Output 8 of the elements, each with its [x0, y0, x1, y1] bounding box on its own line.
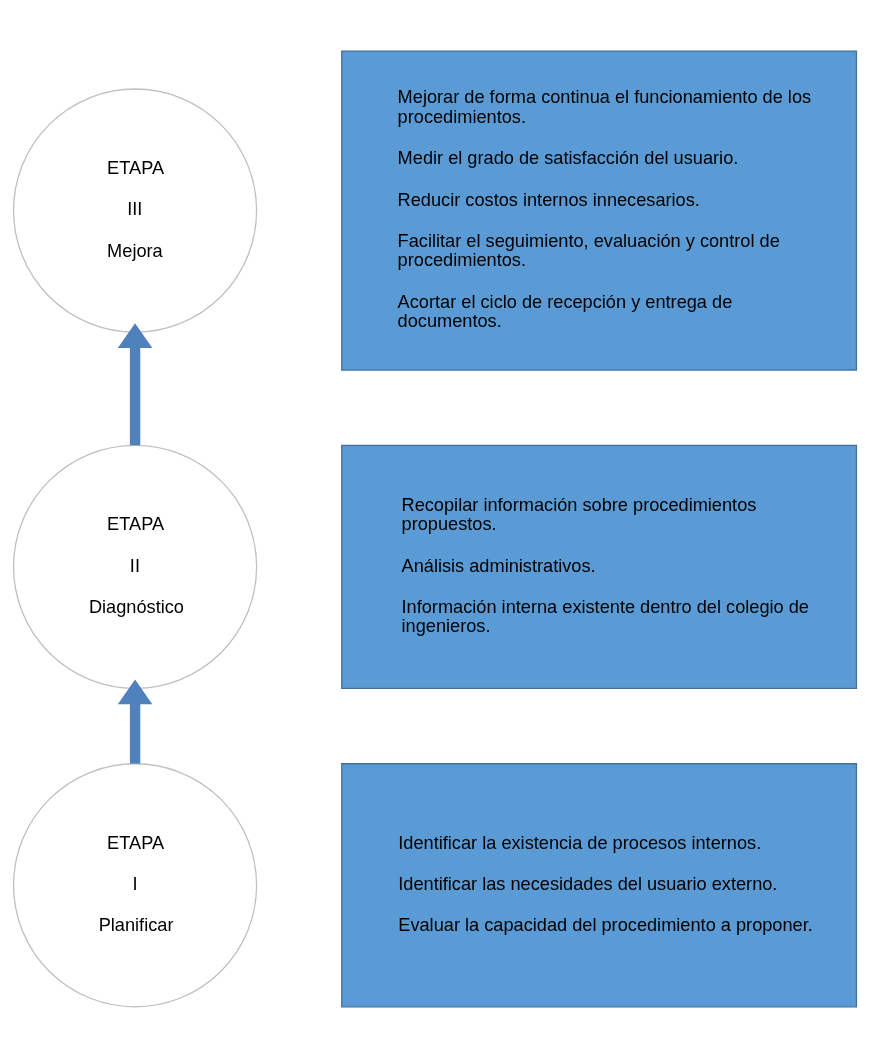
node-box: Mejorar de forma continua el funcionamiento de los procedimientos. Medir el grado de satisfacción del usuario. Reducir costos internos innecesarios. Facilitar el seguimiento, evaluación y control de procedimientos. Acortar el ciclo de recepción y entrega de documentos.: [341, 49, 858, 371]
arrow: [117, 679, 153, 764]
node-box: Recopilar información sobre procedimientos propuestos. Análisis administrativos. Información interna existente dentro del colegio de ingenieros.: [341, 444, 858, 689]
node-box: Identificar la existencia de procesos internos. Identificar las necesidades del usuario externo. Evaluar la capacidad del procedimiento a proponer.: [341, 762, 858, 1007]
arrow: [117, 322, 153, 445]
node-circle: ETAPA I Planificar: [12, 762, 258, 1007]
node-circle: ETAPA II Diagnóstico: [12, 444, 258, 689]
node-circle: ETAPA III Mejora: [12, 87, 258, 333]
